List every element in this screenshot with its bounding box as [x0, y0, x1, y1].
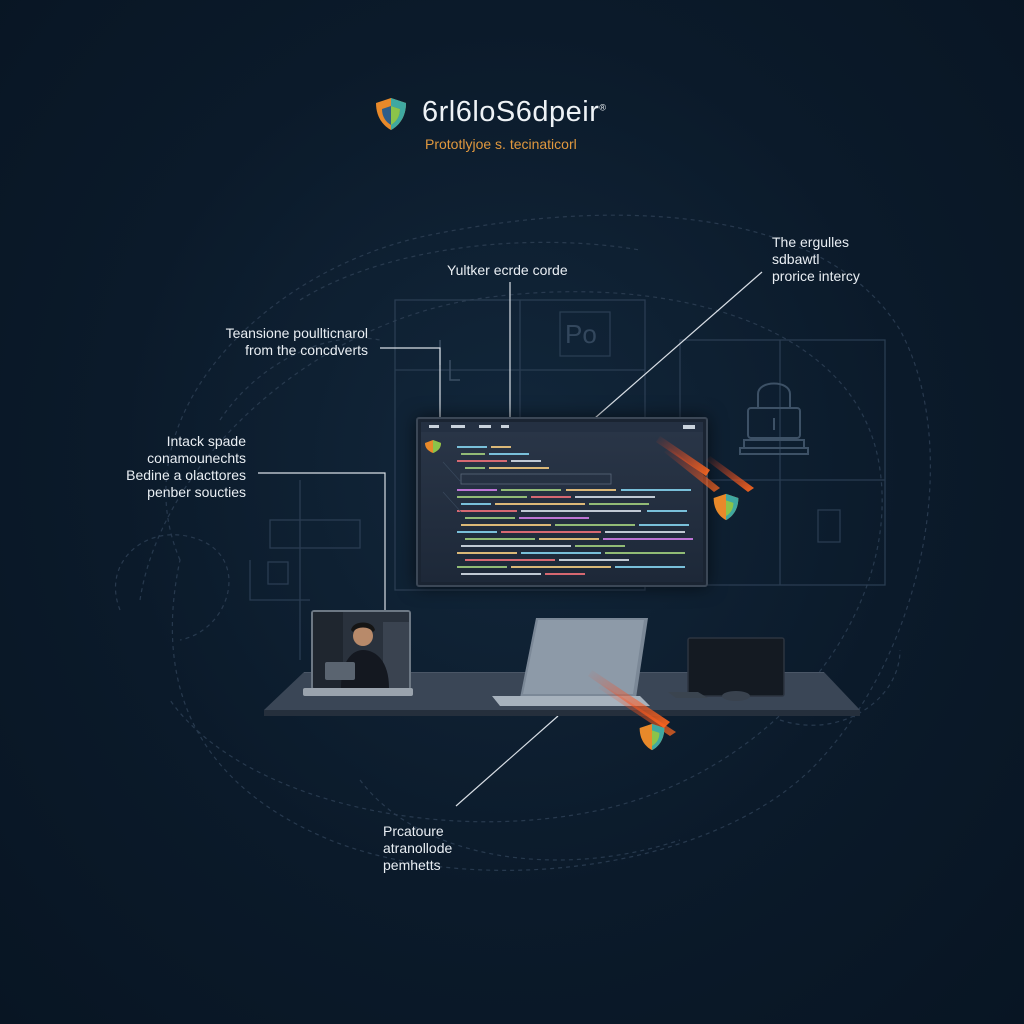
callout-line: pemhetts — [383, 857, 441, 873]
video-call-screen — [311, 610, 411, 690]
callout-line: Intack spade — [166, 433, 246, 449]
callout-line: Yultker ecrde corde — [447, 262, 568, 278]
person-image — [313, 612, 409, 688]
laptop-right — [668, 637, 785, 701]
code-lines-graphic — [421, 422, 703, 575]
callout-line: prorice intercy — [772, 268, 860, 284]
svg-text:Po: Po — [565, 319, 597, 349]
callout-left-middle: Intack spade conamounechts Bedine a olac… — [116, 433, 246, 501]
callout-line: The ergulles — [772, 234, 850, 250]
callout-line: atranollode — [383, 840, 453, 856]
callout-top-right: The ergulles sdbawtl prorice intercy — [772, 234, 860, 285]
laptop-center — [492, 618, 650, 706]
callout-line: penber soucties — [147, 484, 246, 500]
shield-icon — [713, 493, 739, 521]
callout-line: from the concdverts — [245, 342, 368, 358]
callout-line: Bedine a olacttores — [126, 467, 246, 483]
lock-icon — [739, 382, 809, 455]
brand-name: 6rl6loS6dpeir® — [422, 96, 607, 128]
shield-logo-icon — [376, 98, 406, 130]
laptop-video-call — [303, 610, 413, 700]
registered-mark: ® — [599, 102, 607, 113]
callout-left-upper: Teansione poullticnarol from the concdve… — [218, 325, 368, 359]
callout-line: Prcatoure — [383, 823, 444, 839]
tagline: Prototlyjoe s. tecinaticorl — [425, 136, 577, 152]
laptop-base — [303, 688, 413, 696]
callout-bottom: Prcatoure atranollode pemhetts — [383, 823, 452, 874]
code-monitor — [416, 417, 708, 587]
callout-line: conamounechts — [147, 450, 246, 466]
code-editor-screen — [421, 422, 703, 582]
callout-line: sdbawtl — [772, 251, 820, 267]
callout-line: Teansione poullticnarol — [225, 325, 368, 341]
callout-top-center: Yultker ecrde corde — [447, 262, 568, 279]
header: 6rl6loS6dpeir® Prototlyjoe s. tecinatico… — [0, 94, 1024, 164]
shield-icon — [639, 723, 665, 751]
